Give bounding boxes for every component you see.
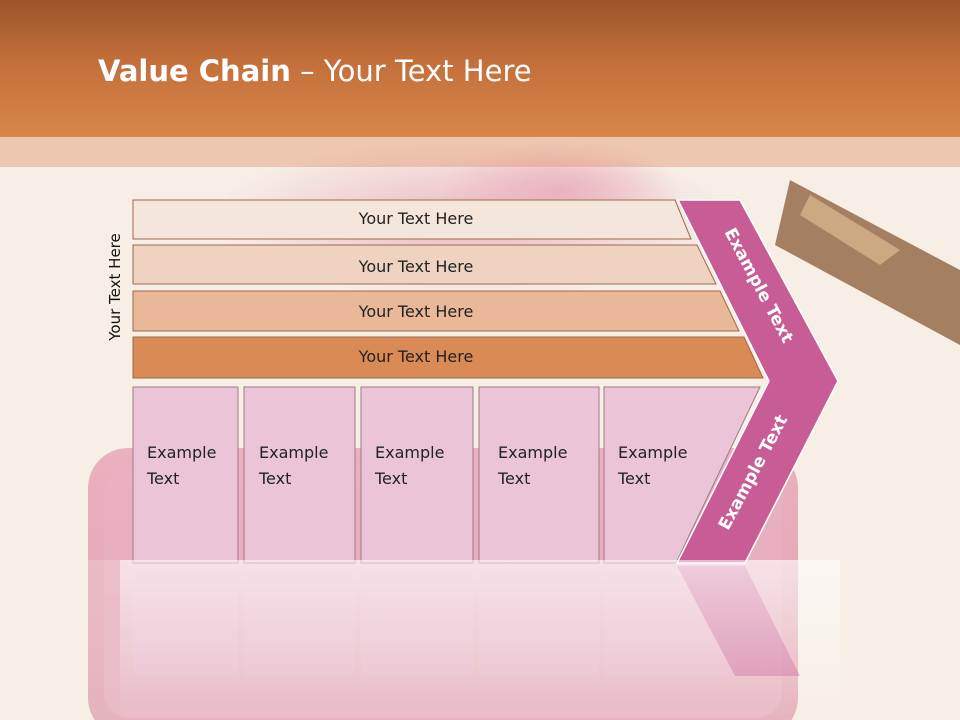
bar-4-label: Your Text Here (358, 347, 474, 366)
column-4-box (478, 386, 600, 564)
column-1-line2: Text (146, 469, 179, 488)
title-bar-strip (0, 137, 960, 167)
bar-1 (132, 199, 692, 240)
reflection-fade (120, 560, 840, 720)
column-4-line2: Text (497, 469, 530, 488)
title-bar (0, 0, 960, 137)
page-title-bold: Value Chain (98, 54, 291, 88)
column-3-line2: Text (374, 469, 407, 488)
column-1-line1: Example (147, 443, 216, 462)
column-2-line1: Example (259, 443, 328, 462)
column-2-line2: Text (258, 469, 291, 488)
column-4-line1: Example (498, 443, 567, 462)
page-title: Value Chain – Your Text Here (98, 54, 532, 88)
bar-2 (132, 244, 717, 285)
column-3: Example Text (360, 386, 474, 564)
page-title-rest: – Your Text Here (290, 54, 532, 88)
column-1-box (132, 386, 239, 564)
bar-3-label: Your Text Here (358, 302, 474, 321)
bar-1-label: Your Text Here (358, 209, 474, 228)
column-4: Example Text (478, 386, 600, 564)
column-2: Example Text (243, 386, 356, 564)
column-5-line2: Text (617, 469, 650, 488)
column-5-line1: Example (618, 443, 687, 462)
column-3-line1: Example (375, 443, 444, 462)
column-1: Example Text (132, 386, 239, 564)
column-3-box (360, 386, 474, 564)
bar-4 (132, 336, 764, 379)
bar-2-label: Your Text Here (358, 257, 474, 276)
column-2-box (243, 386, 356, 564)
bar-3 (132, 290, 740, 332)
